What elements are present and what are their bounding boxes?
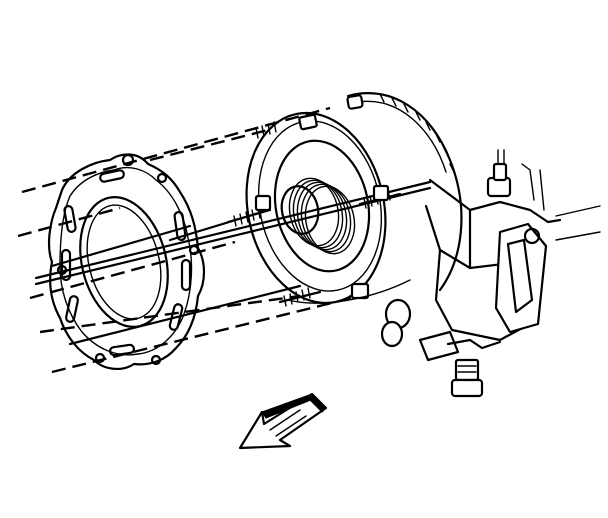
engine-mount-bracket bbox=[380, 149, 601, 398]
mount-bosses bbox=[380, 298, 502, 362]
top-fitting bbox=[486, 149, 545, 211]
adapter-plate bbox=[47, 153, 206, 370]
housing-tabs bbox=[254, 113, 390, 300]
plate-bolt-holes bbox=[56, 153, 200, 366]
drop-bolt bbox=[450, 358, 484, 398]
plate-slots bbox=[60, 169, 192, 357]
flywheel-housing bbox=[245, 92, 463, 305]
direction-arrow bbox=[238, 392, 328, 450]
bolt-set bbox=[34, 121, 432, 307]
stud-top bbox=[255, 121, 277, 139]
shaft-lines bbox=[50, 224, 302, 346]
clutch-coil bbox=[280, 177, 356, 255]
